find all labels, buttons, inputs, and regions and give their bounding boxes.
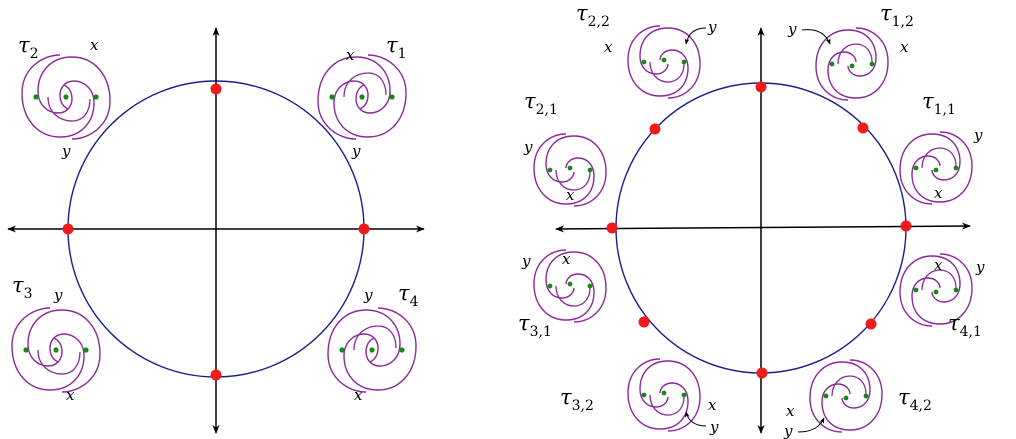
left-diagram: τ2 x y τ1 x y τ3 y x τ4 y x bbox=[7, 27, 425, 434]
label-tau31-y: y bbox=[521, 252, 531, 270]
arrow-tau12-y bbox=[801, 29, 831, 45]
right-point-topright bbox=[857, 122, 869, 134]
label-tau12-y: y bbox=[787, 20, 797, 38]
right-point-bottomleft bbox=[638, 316, 650, 328]
label-tau3-x: x bbox=[66, 386, 75, 404]
curve-tau3 bbox=[11, 307, 101, 393]
label-tau22-x: x bbox=[604, 38, 613, 56]
right-point-bottomright bbox=[865, 318, 877, 330]
curve-tau42 bbox=[809, 359, 883, 433]
label-tau41-y: y bbox=[975, 258, 985, 276]
curve-tau4 bbox=[327, 307, 417, 393]
label-tau32: τ3,2 bbox=[560, 385, 594, 414]
label-tau11-y: y bbox=[973, 126, 983, 144]
arrow-tau32-y bbox=[684, 411, 707, 427]
label-tau32-y: y bbox=[709, 418, 719, 436]
label-tau4-y: y bbox=[363, 286, 373, 304]
label-tau4-x: x bbox=[354, 386, 363, 404]
arrow-tau22-y bbox=[684, 27, 707, 45]
label-tau22: τ2,2 bbox=[576, 1, 610, 30]
label-tau1: τ1 bbox=[386, 33, 407, 62]
right-point-topleft bbox=[649, 123, 661, 135]
label-tau22-y: y bbox=[707, 18, 717, 36]
label-tau11: τ1,1 bbox=[922, 89, 956, 118]
curve-tau32 bbox=[627, 358, 701, 432]
left-point-top bbox=[210, 83, 222, 95]
label-tau42: τ4,2 bbox=[898, 385, 932, 414]
label-tau2-x: x bbox=[90, 36, 99, 54]
left-point-left bbox=[62, 223, 74, 235]
label-tau31: τ3,1 bbox=[518, 311, 552, 340]
right-point-left bbox=[606, 222, 618, 234]
label-tau1-y: y bbox=[351, 142, 361, 160]
label-tau4: τ4 bbox=[398, 281, 419, 310]
label-tau42-x: x bbox=[786, 402, 795, 420]
label-tau21-y: y bbox=[523, 138, 533, 156]
label-tau31-x: x bbox=[562, 250, 571, 268]
left-point-bottom bbox=[210, 369, 222, 381]
label-tau42-y: y bbox=[783, 422, 793, 439]
right-diagram: τ2,2 x y τ1,2 x y τ2,1 y x τ1,1 y x τ3,1… bbox=[518, 1, 985, 439]
right-point-right bbox=[900, 220, 912, 232]
label-tau21-x: x bbox=[566, 186, 575, 204]
right-point-top bbox=[755, 81, 767, 93]
label-tau3: τ3 bbox=[12, 273, 33, 302]
label-tau2-y: y bbox=[61, 142, 71, 160]
curve-tau22 bbox=[627, 25, 701, 99]
curve-tau2 bbox=[21, 54, 111, 140]
label-tau41: τ4,1 bbox=[948, 311, 982, 340]
label-tau12-x: x bbox=[900, 38, 909, 56]
label-tau21: τ2,1 bbox=[524, 89, 558, 118]
label-tau3-y: y bbox=[53, 286, 63, 304]
curve-tau1 bbox=[317, 54, 407, 140]
arrow-tau42-y bbox=[797, 417, 825, 433]
label-tau1-x: x bbox=[346, 46, 355, 64]
label-tau41-x: x bbox=[934, 256, 943, 274]
label-tau12: τ1,2 bbox=[880, 1, 914, 30]
label-tau32-x: x bbox=[708, 396, 717, 414]
left-point-right bbox=[358, 223, 370, 235]
label-tau2: τ2 bbox=[18, 33, 39, 62]
right-point-bottom bbox=[756, 367, 768, 379]
label-tau11-x: x bbox=[934, 184, 943, 202]
